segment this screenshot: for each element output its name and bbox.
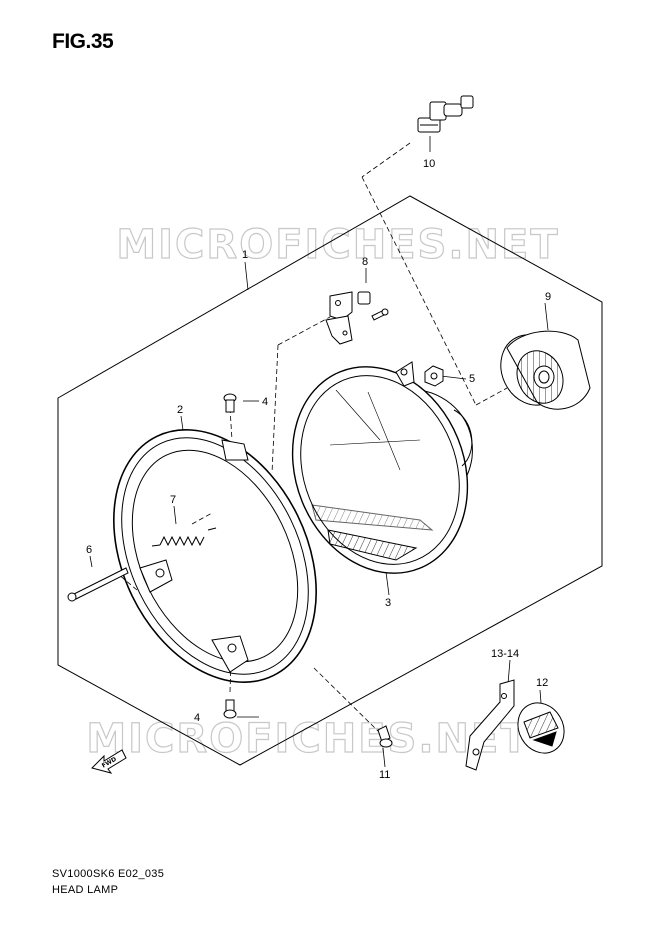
screw-11-part — [377, 725, 393, 748]
callout-10: 10 — [423, 158, 435, 170]
callout-3: 3 — [385, 597, 391, 609]
callout-12: 12 — [536, 677, 548, 689]
callout-9: 9 — [545, 291, 551, 303]
bracket-part — [325, 291, 389, 345]
callout-4-top: 4 — [262, 396, 268, 408]
cap-part — [517, 702, 565, 754]
callout-5: 5 — [469, 373, 475, 385]
bracket-13-14-part — [465, 679, 515, 771]
callout-13-14: 13-14 — [491, 648, 519, 660]
bulb-part — [417, 95, 474, 133]
diagram-caption: HEAD LAMP — [52, 884, 119, 896]
model-code: SV1000SK6 E02_035 — [52, 868, 165, 880]
callout-2: 2 — [177, 404, 183, 416]
callout-7: 7 — [170, 494, 176, 506]
socket-cover-part — [500, 330, 591, 410]
screw-top-part — [223, 393, 237, 413]
figure-title: FIG.35 — [52, 30, 114, 53]
screw-bottom-part — [223, 699, 237, 719]
callout-labels: 1 2 3 4 4 5 6 7 8 9 10 11 12 13-14 — [86, 158, 551, 781]
adjusting-screw-part — [67, 567, 129, 602]
callout-11: 11 — [379, 769, 390, 781]
nut-part — [424, 365, 444, 387]
callout-6: 6 — [86, 544, 92, 556]
spring-part — [151, 527, 217, 547]
callout-8: 8 — [362, 256, 368, 268]
headlamp-unit-part — [291, 361, 473, 574]
callout-1: 1 — [242, 249, 248, 261]
assembly-boundary — [57, 195, 603, 766]
watermark-bottom: MICROFICHES.NET — [86, 716, 529, 762]
headlamp-rim-part — [113, 429, 317, 683]
watermark-top: MICROFICHES.NET — [116, 222, 559, 268]
callout-4-bottom: 4 — [194, 712, 200, 724]
